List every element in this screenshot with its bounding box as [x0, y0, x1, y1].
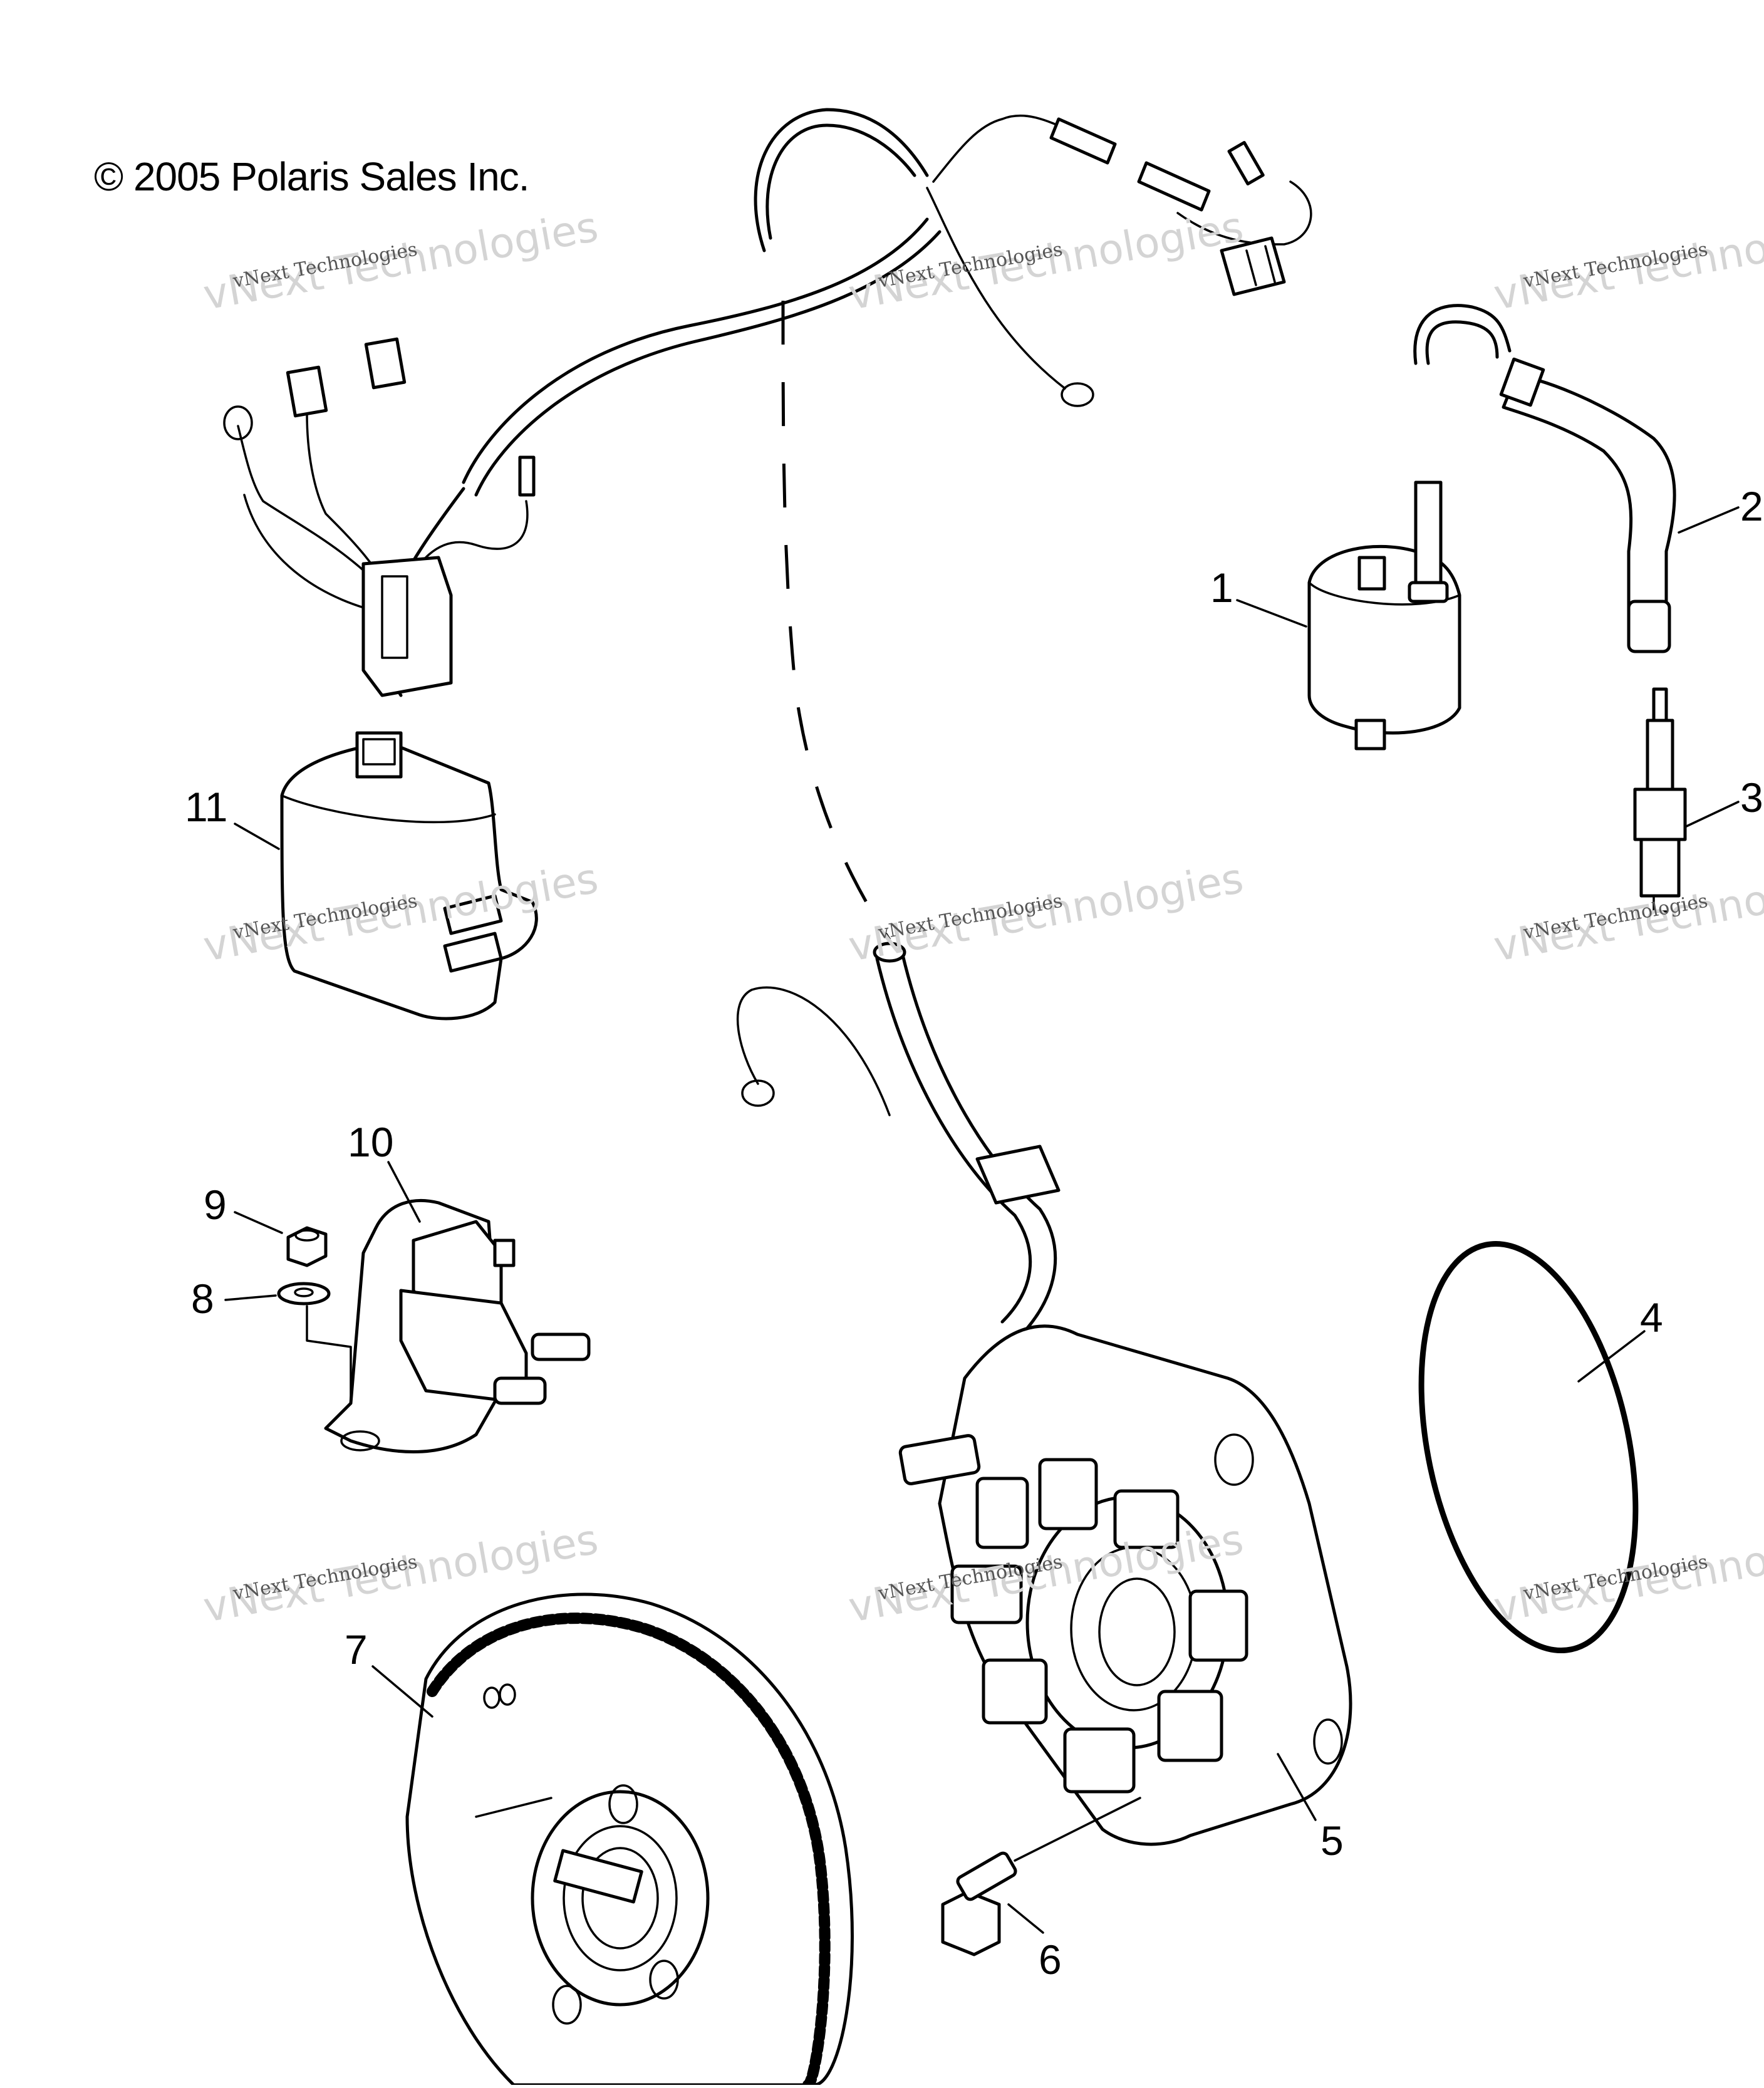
copyright-text: © 2005 Polaris Sales Inc. — [94, 154, 530, 199]
washer-icon — [277, 1282, 331, 1306]
callout-9: 9 — [204, 1182, 227, 1228]
stator-icon — [736, 942, 1352, 1846]
cdi-module-icon — [280, 731, 538, 1021]
leader-lines — [224, 506, 1740, 1934]
nut-icon — [286, 1226, 328, 1267]
starter-solenoid-icon — [324, 1198, 591, 1453]
washer-leader-line — [306, 1305, 352, 1405]
ignition-coil-icon — [1307, 304, 1512, 751]
callout-10: 10 — [348, 1119, 394, 1165]
callout-1: 1 — [1210, 564, 1233, 611]
callout-11: 11 — [185, 784, 228, 830]
bolt-leader-line — [1014, 1797, 1141, 1862]
callout-7: 7 — [345, 1626, 368, 1673]
callout-2: 2 — [1740, 483, 1763, 529]
o-ring-icon — [1418, 1241, 1639, 1653]
callout-4: 4 — [1640, 1294, 1663, 1341]
connector-line — [781, 300, 891, 941]
flywheel-icon — [405, 1592, 854, 2088]
callout-5: 5 — [1320, 1817, 1344, 1864]
bolt-icon — [941, 1851, 1017, 1956]
spark-plug-icon — [1633, 687, 1687, 913]
callout-3: 3 — [1740, 774, 1763, 821]
callout-8: 8 — [191, 1275, 214, 1322]
spark-plug-boot-icon — [1499, 357, 1676, 653]
wiring-harness-icon — [223, 108, 1312, 697]
callout-6: 6 — [1039, 1936, 1062, 1983]
